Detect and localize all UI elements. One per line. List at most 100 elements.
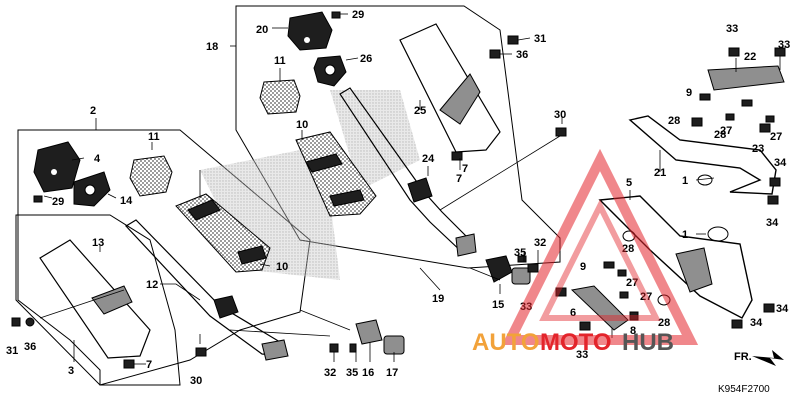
damper-part-11-top: [259, 79, 301, 115]
clip-part-9-left: [603, 261, 615, 269]
label-17: 17: [386, 367, 398, 379]
label-34-a: 34: [774, 157, 787, 169]
leader-lines: [39, 13, 781, 386]
nut-part-34-c: [763, 303, 775, 313]
label-34-c: 34: [776, 303, 789, 315]
label-27-a: 27: [720, 125, 732, 137]
bolt-part-33-c: [555, 287, 567, 297]
label-33-top-left: 33: [726, 23, 738, 35]
clip-part-9-right: [699, 93, 711, 101]
damper-part-11-left: [129, 155, 173, 197]
clip-part-27-d: [617, 269, 627, 277]
label-22: 22: [744, 51, 756, 63]
label-11-left: 11: [148, 131, 160, 143]
label-30-bottom: 30: [190, 375, 202, 387]
label-7-bottom: 7: [146, 359, 152, 371]
label-7-mid: 7: [462, 163, 468, 175]
bolt-part-32-bottom: [329, 343, 339, 353]
nut-part-34-b: [767, 195, 779, 205]
packing-band-4: [237, 245, 267, 265]
gasket-part-1-top: [697, 174, 713, 186]
label-34-d: 34: [750, 317, 763, 329]
clip-part-27-c: [619, 291, 629, 299]
label-27-c: 27: [626, 277, 638, 289]
cap-hole: [304, 37, 310, 43]
label-15: 15: [492, 299, 504, 311]
label-29-top: 29: [352, 9, 364, 21]
label-31-top: 31: [534, 33, 546, 45]
label-31-bottom: 31: [6, 345, 18, 357]
bolt-part-31-top: [507, 35, 519, 45]
label-27-b: 27: [770, 131, 782, 143]
bolt-part-33-a: [728, 47, 740, 57]
label-27-d: 27: [640, 291, 652, 303]
diagram-code: K954F2700: [718, 384, 770, 395]
label-7-top: 7: [456, 173, 462, 185]
heat-shield-part-6: [570, 285, 629, 331]
label-8: 8: [630, 325, 636, 337]
catalyzer: [675, 247, 713, 293]
packing-band: [305, 153, 343, 173]
cap-hole-2: [51, 169, 57, 175]
label-35-top: 35: [514, 247, 526, 259]
label-9-left: 9: [580, 261, 586, 273]
background-shading: [200, 150, 340, 280]
label-28-a: 28: [668, 115, 680, 127]
label-10-left: 10: [276, 261, 288, 273]
watermark-moto: MOTO: [540, 329, 612, 356]
clip-part-27-a: [725, 113, 735, 121]
muffler-end: [439, 73, 481, 125]
muffler-end-2: [91, 285, 133, 315]
clip-part-23: [741, 99, 753, 107]
label-1-top: 1: [682, 175, 688, 187]
label-25: 25: [414, 105, 426, 117]
muffler-body-part-13: [39, 239, 151, 359]
label-32-top: 32: [534, 237, 546, 249]
label-16: 16: [362, 367, 374, 379]
label-19: 19: [432, 293, 444, 305]
label-29-left: 29: [52, 196, 64, 208]
label-2: 2: [90, 105, 96, 117]
watermark-auto: AUTO: [472, 329, 540, 356]
label-5: 5: [626, 177, 632, 189]
gasket-part-15: [485, 255, 513, 283]
nut-part-34-d: [731, 319, 743, 329]
label-14: 14: [120, 195, 133, 207]
clip-part-7-bottom: [123, 359, 135, 369]
label-18: 18: [206, 41, 218, 53]
nut-part-34-a: [769, 177, 781, 187]
bolt-part-31-bottom: [11, 317, 21, 327]
pipe-clamp-top: [407, 177, 433, 203]
washer-part-35-bottom: [349, 343, 357, 353]
collar-part: [511, 267, 531, 285]
label-4: 4: [94, 153, 101, 165]
label-28-b: 28: [714, 129, 726, 141]
label-11-top: 11: [274, 55, 286, 67]
label-32-bottom: 32: [324, 367, 336, 379]
label-28-c: 28: [622, 243, 634, 255]
pipe-end-2: [261, 339, 289, 361]
fr-label: FR.: [734, 351, 752, 363]
clip-part-28-a: [759, 123, 771, 133]
muffler-body-part-25: [399, 23, 501, 153]
fr-arrow-icon: [752, 350, 784, 366]
gasket-part-1-right: [707, 226, 729, 242]
bolt-part-32-top: [527, 263, 539, 273]
clip-part-28-b: [691, 117, 703, 127]
nut-part-8: [629, 311, 639, 321]
label-13: 13: [92, 237, 104, 249]
clip-part-7-top: [451, 151, 463, 161]
pipe-end: [455, 233, 477, 257]
washer-part-36-top: [489, 49, 501, 59]
label-3: 3: [68, 365, 74, 377]
label-20: 20: [256, 24, 268, 36]
label-1-right: 1: [682, 229, 688, 241]
label-28-d: 28: [658, 317, 670, 329]
end-cap-part-20: [287, 11, 333, 51]
exhaust-pipe-part-5: [598, 195, 753, 319]
label-6: 6: [570, 307, 576, 319]
gasket-part-16: [355, 319, 383, 345]
label-35-bottom: 35: [346, 367, 358, 379]
